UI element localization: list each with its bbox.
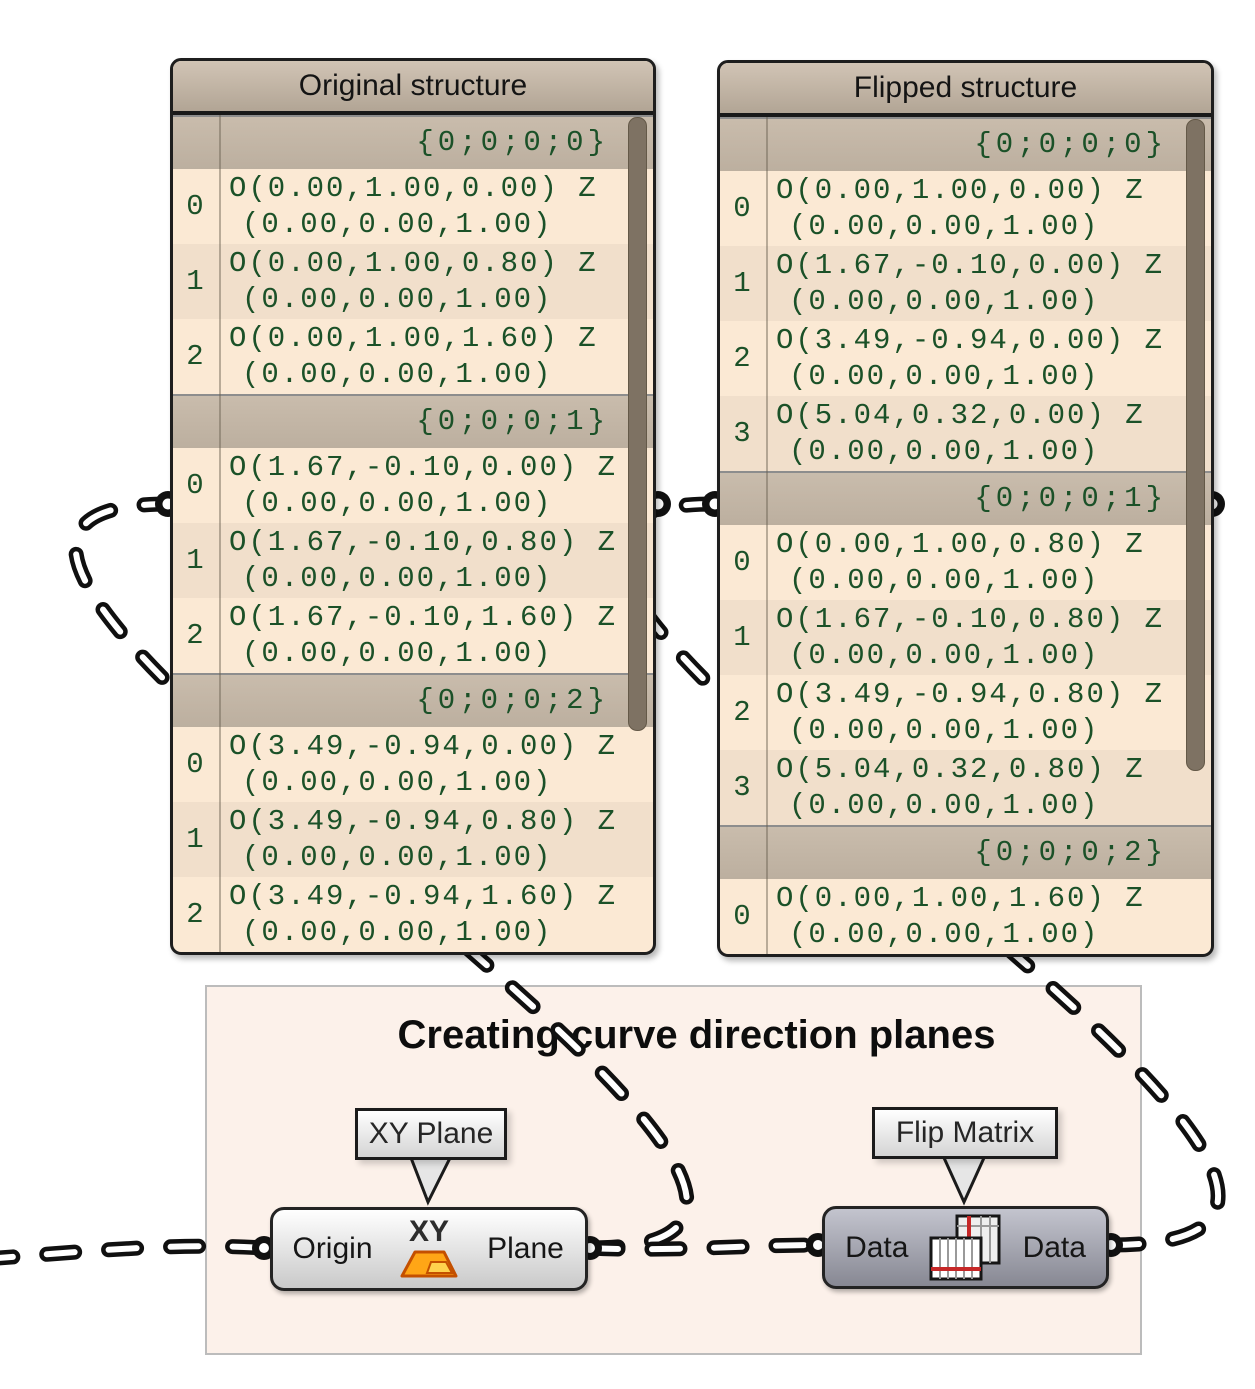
row-index: 2 xyxy=(186,340,206,373)
branch-path: {0;0;0;1} xyxy=(720,471,1211,525)
data-row: 0 O(1.67,-0.10,0.00) Z(0.00,0.00,1.00) xyxy=(173,448,653,523)
flip-matrix-icon xyxy=(929,1213,1003,1283)
row-index: 0 xyxy=(733,546,753,579)
data-row: 0 O(3.49,-0.94,0.00) Z(0.00,0.00,1.00) xyxy=(173,727,653,802)
row-value: O(1.67,-0.10,0.00) Z(0.00,0.00,1.00) xyxy=(776,249,1165,318)
row-index: 2 xyxy=(733,342,753,375)
row-value: O(1.67,-0.10,0.80) Z(0.00,0.00,1.00) xyxy=(776,603,1165,672)
panel-title: Flipped structure xyxy=(720,63,1211,117)
data-input-label: Data xyxy=(845,1230,909,1264)
panel-content: {0;0;0;0} 0 O(0.00,1.00,0.00) Z(0.00,0.00,… xyxy=(720,117,1211,954)
row-value: O(0.00,1.00,0.00) Z(0.00,0.00,1.00) xyxy=(229,172,598,241)
row-index: 3 xyxy=(733,417,753,450)
data-row: 2 O(1.67,-0.10,1.60) Z(0.00,0.00,1.00) xyxy=(173,598,653,673)
row-index: 0 xyxy=(186,469,206,502)
xy-plane-icon: XY xyxy=(392,1214,466,1284)
row-index: 1 xyxy=(186,823,206,856)
row-index: 1 xyxy=(186,544,206,577)
row-index: 0 xyxy=(186,748,206,781)
row-value: O(0.00,1.00,1.60) Z(0.00,0.00,1.00) xyxy=(776,882,1145,951)
origin-input-label: Origin xyxy=(292,1232,373,1265)
row-index: 3 xyxy=(733,771,753,804)
row-value: O(1.67,-0.10,0.00) Z(0.00,0.00,1.00) xyxy=(229,451,618,520)
row-value: O(0.00,1.00,0.80) Z(0.00,0.00,1.00) xyxy=(229,247,598,316)
row-index: 0 xyxy=(733,192,753,225)
row-index: 2 xyxy=(186,898,206,931)
row-index: 1 xyxy=(733,621,753,654)
data-row: 0 O(0.00,1.00,0.00) Z(0.00,0.00,1.00) xyxy=(173,169,653,244)
data-row: 3 O(5.04,0.32,0.00) Z(0.00,0.00,1.00) xyxy=(720,396,1211,471)
wire-origin-input[interactable] xyxy=(0,1238,272,1266)
branch-path: {0;0;0;0} xyxy=(720,117,1211,171)
row-value: O(1.67,-0.10,0.80) Z(0.00,0.00,1.00) xyxy=(229,526,618,595)
row-index: 1 xyxy=(186,265,206,298)
data-row: 0 O(0.00,1.00,0.80) Z(0.00,0.00,1.00) xyxy=(720,525,1211,600)
group-title: Creating curve direction planes xyxy=(397,1013,996,1057)
xy-plane-tag-label: XY Plane xyxy=(368,1117,494,1150)
panel-content: {0;0;0;0} 0 O(0.00,1.00,0.00) Z(0.00,0.00,… xyxy=(173,115,653,952)
row-value: O(1.67,-0.10,1.60) Z(0.00,0.00,1.00) xyxy=(229,601,618,670)
data-row: 1 O(0.00,1.00,0.80) Z(0.00,0.00,1.00) xyxy=(173,244,653,319)
data-output-label: Data xyxy=(1022,1230,1086,1264)
panel-title: Original structure xyxy=(173,61,653,115)
data-row: 1 O(3.49,-0.94,0.80) Z(0.00,0.00,1.00) xyxy=(173,802,653,877)
data-row: 3 O(5.04,0.32,0.80) Z(0.00,0.00,1.00) xyxy=(720,750,1211,825)
flip-matrix-name-tag[interactable]: Flip Matrix xyxy=(872,1107,1058,1159)
row-index: 2 xyxy=(186,619,206,652)
flip-matrix-tag-label: Flip Matrix xyxy=(895,1116,1035,1149)
xy-plane-name-tag[interactable]: XY Plane xyxy=(355,1108,507,1160)
data-row: 0 O(0.00,1.00,0.00) Z(0.00,0.00,1.00) xyxy=(720,171,1211,246)
scrollbar[interactable] xyxy=(628,117,647,731)
plane-output-label: Plane xyxy=(487,1232,564,1265)
branch-path: {0;0;0;2} xyxy=(720,825,1211,879)
data-row: 1 O(1.67,-0.10,0.00) Z(0.00,0.00,1.00) xyxy=(720,246,1211,321)
row-value: O(0.00,1.00,1.60) Z(0.00,0.00,1.00) xyxy=(229,322,598,391)
row-value: O(5.04,0.32,0.80) Z(0.00,0.00,1.00) xyxy=(776,753,1145,822)
row-value: O(3.49,-0.94,0.80) Z(0.00,0.00,1.00) xyxy=(229,805,618,874)
data-row: 2 O(3.49,-0.94,1.60) Z(0.00,0.00,1.00) xyxy=(173,877,653,952)
row-index: 1 xyxy=(733,267,753,300)
flip-matrix-component[interactable]: Data Data xyxy=(822,1206,1109,1289)
data-row: 2 O(0.00,1.00,1.60) Z(0.00,0.00,1.00) xyxy=(173,319,653,394)
row-value: O(3.49,-0.94,1.60) Z(0.00,0.00,1.00) xyxy=(229,880,618,949)
row-value: O(3.49,-0.94,0.00) Z(0.00,0.00,1.00) xyxy=(229,730,618,799)
row-index: 0 xyxy=(186,190,206,223)
data-row: 2 O(3.49,-0.94,0.80) Z(0.00,0.00,1.00) xyxy=(720,675,1211,750)
data-row: 1 O(1.67,-0.10,0.80) Z(0.00,0.00,1.00) xyxy=(173,523,653,598)
row-value: O(0.00,1.00,0.00) Z(0.00,0.00,1.00) xyxy=(776,174,1145,243)
row-index: 0 xyxy=(733,900,753,933)
data-row: 2 O(3.49,-0.94,0.00) Z(0.00,0.00,1.00) xyxy=(720,321,1211,396)
data-row: 0 O(0.00,1.00,1.60) Z(0.00,0.00,1.00) xyxy=(720,879,1211,954)
row-value: O(0.00,1.00,0.80) Z(0.00,0.00,1.00) xyxy=(776,528,1145,597)
row-value: O(3.49,-0.94,0.00) Z(0.00,0.00,1.00) xyxy=(776,324,1165,393)
svg-text:XY: XY xyxy=(409,1215,449,1248)
group-creating-curve-direction-planes[interactable]: Creating curve direction planes xyxy=(205,985,1142,1355)
scrollbar[interactable] xyxy=(1186,119,1205,771)
row-value: O(5.04,0.32,0.00) Z(0.00,0.00,1.00) xyxy=(776,399,1145,468)
wire-plane-to-flip-matrix[interactable] xyxy=(582,1237,826,1257)
data-row: 1 O(1.67,-0.10,0.80) Z(0.00,0.00,1.00) xyxy=(720,600,1211,675)
xy-plane-component[interactable]: Origin XY Plane xyxy=(270,1207,588,1291)
branch-path: {0;0;0;2} xyxy=(173,673,653,727)
row-index: 2 xyxy=(733,696,753,729)
row-value: O(3.49,-0.94,0.80) Z(0.00,0.00,1.00) xyxy=(776,678,1165,747)
branch-path: {0;0;0;1} xyxy=(173,394,653,448)
branch-path: {0;0;0;0} xyxy=(173,115,653,169)
